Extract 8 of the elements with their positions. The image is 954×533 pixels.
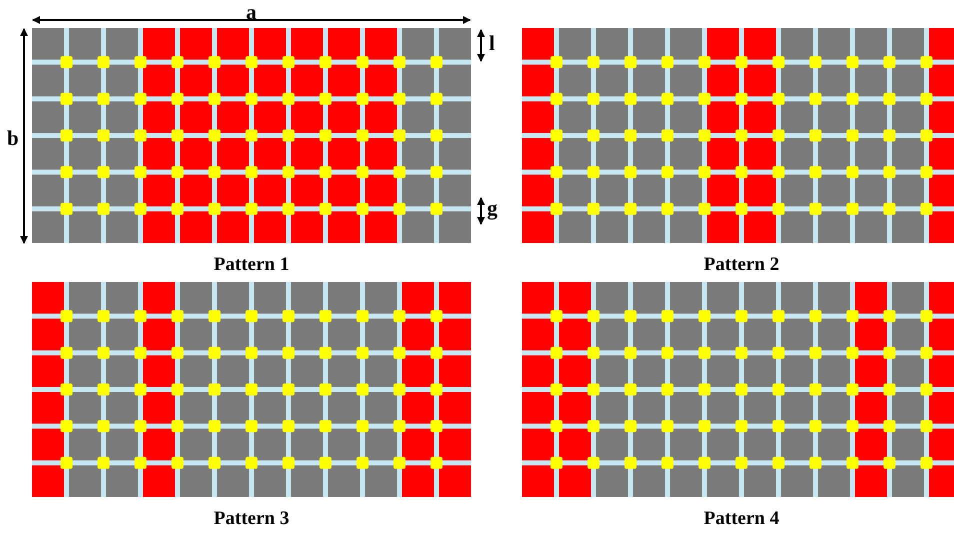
pattern-caption: Pattern 4 [704, 508, 780, 530]
pattern-caption: Pattern 2 [704, 254, 780, 276]
dimension-label: g [487, 197, 498, 219]
dimension-label: a [246, 1, 256, 23]
dimension-label: l [489, 32, 495, 54]
dimension-label: b [7, 127, 19, 149]
pattern-caption: Pattern 3 [214, 508, 290, 530]
pattern-caption: Pattern 1 [214, 254, 290, 276]
